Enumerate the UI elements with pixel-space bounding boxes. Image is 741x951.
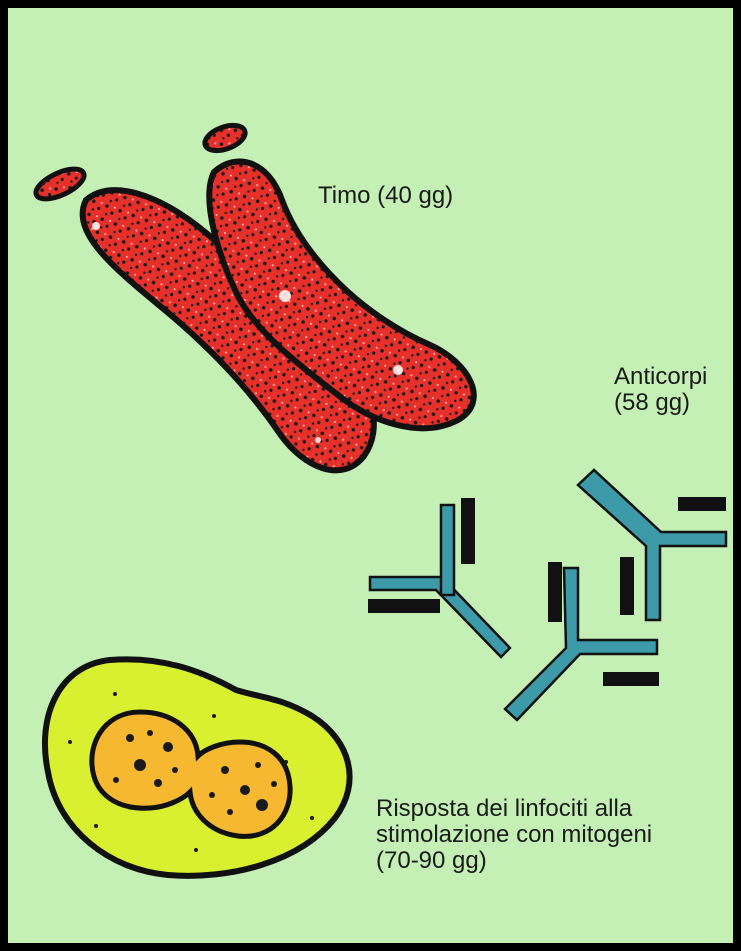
lymphocytes-label: Risposta dei linfociti alla stimolazione…: [376, 796, 652, 874]
lymphocyte-illustration: [45, 659, 350, 875]
antigen-bar: [368, 599, 440, 613]
antibody-1: [370, 505, 510, 657]
thymus-illustration: [32, 120, 474, 470]
antigen-bar: [603, 672, 659, 686]
thymus-label: Timo (40 gg): [318, 183, 453, 209]
antibody-2: [578, 470, 726, 620]
antigen-bar: [548, 562, 562, 622]
antibodies-label: Anticorpi (58 gg): [614, 364, 707, 416]
antigen-bar: [620, 557, 634, 615]
thymus-small-lobe-right: [202, 120, 249, 155]
antibody-3: [505, 568, 657, 720]
thymus-small-lobe-left: [32, 163, 88, 205]
antigen-bars: [368, 497, 726, 686]
antigen-bar: [461, 498, 475, 564]
antigen-bar: [678, 497, 726, 511]
